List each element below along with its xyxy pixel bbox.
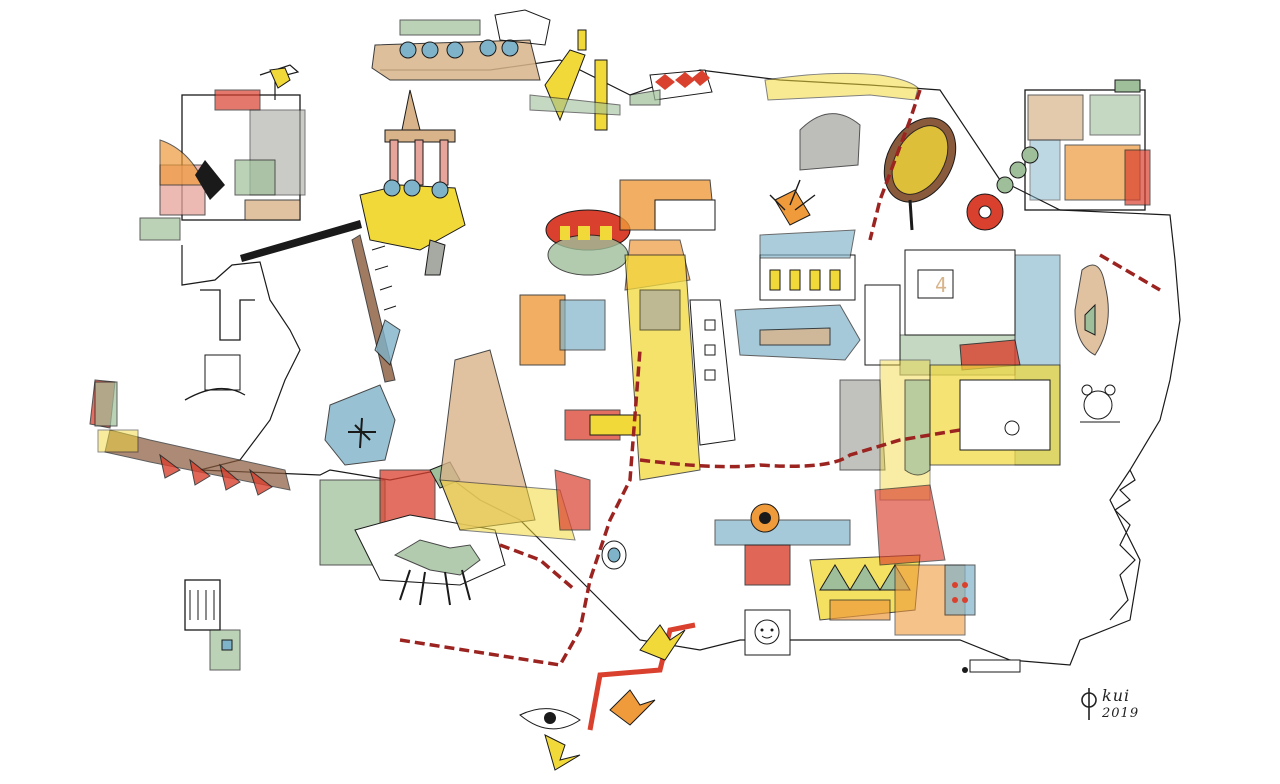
outline-contour xyxy=(181,59,1181,666)
yellow-spiky-flowers xyxy=(544,624,686,771)
fork-comb-object xyxy=(184,579,241,671)
bottom-machine xyxy=(714,484,976,636)
grey-arch-figure xyxy=(799,113,861,171)
bottom-right-connector xyxy=(962,659,1021,673)
cello-shape xyxy=(1074,264,1109,356)
yellow-crossbeams xyxy=(529,29,621,131)
signature-mark-icon xyxy=(1081,688,1097,720)
face-card xyxy=(744,609,791,656)
red-stair-path xyxy=(587,622,696,731)
yellow-gondola xyxy=(359,129,466,276)
collage-panel-topleft xyxy=(139,64,306,241)
blue-oval-pendant xyxy=(601,540,627,570)
dashed-red-paths xyxy=(399,89,1161,667)
eye-lens xyxy=(519,708,581,730)
top-rail-with-lamps xyxy=(371,9,551,141)
small-bear xyxy=(1080,384,1120,423)
red-drum xyxy=(545,209,631,276)
artist-signature: kui 2019 xyxy=(1072,684,1172,728)
mid-blocks xyxy=(519,294,641,441)
building-number: 4 xyxy=(935,273,947,297)
tan-chute xyxy=(439,349,591,541)
yellow-tower xyxy=(624,254,736,481)
signature-name: kui xyxy=(1102,686,1131,705)
hanging-swing xyxy=(184,289,255,401)
diamond-banner xyxy=(629,69,713,106)
signature-year: 2019 xyxy=(1102,706,1140,721)
hand-arm-left xyxy=(89,379,291,496)
right-stepped-edge xyxy=(1109,469,1136,621)
blue-castle xyxy=(734,229,861,361)
black-bar-diagonal xyxy=(240,220,362,262)
orange-bird xyxy=(769,179,816,226)
red-target-disc xyxy=(966,146,1039,231)
grey-arches xyxy=(839,359,931,501)
collage-panel-topright xyxy=(1024,79,1151,211)
green-goat xyxy=(354,514,506,606)
yellow-pipe-top xyxy=(764,72,919,101)
right-building: 4 xyxy=(864,249,1061,466)
blue-flower-creature xyxy=(324,319,401,466)
